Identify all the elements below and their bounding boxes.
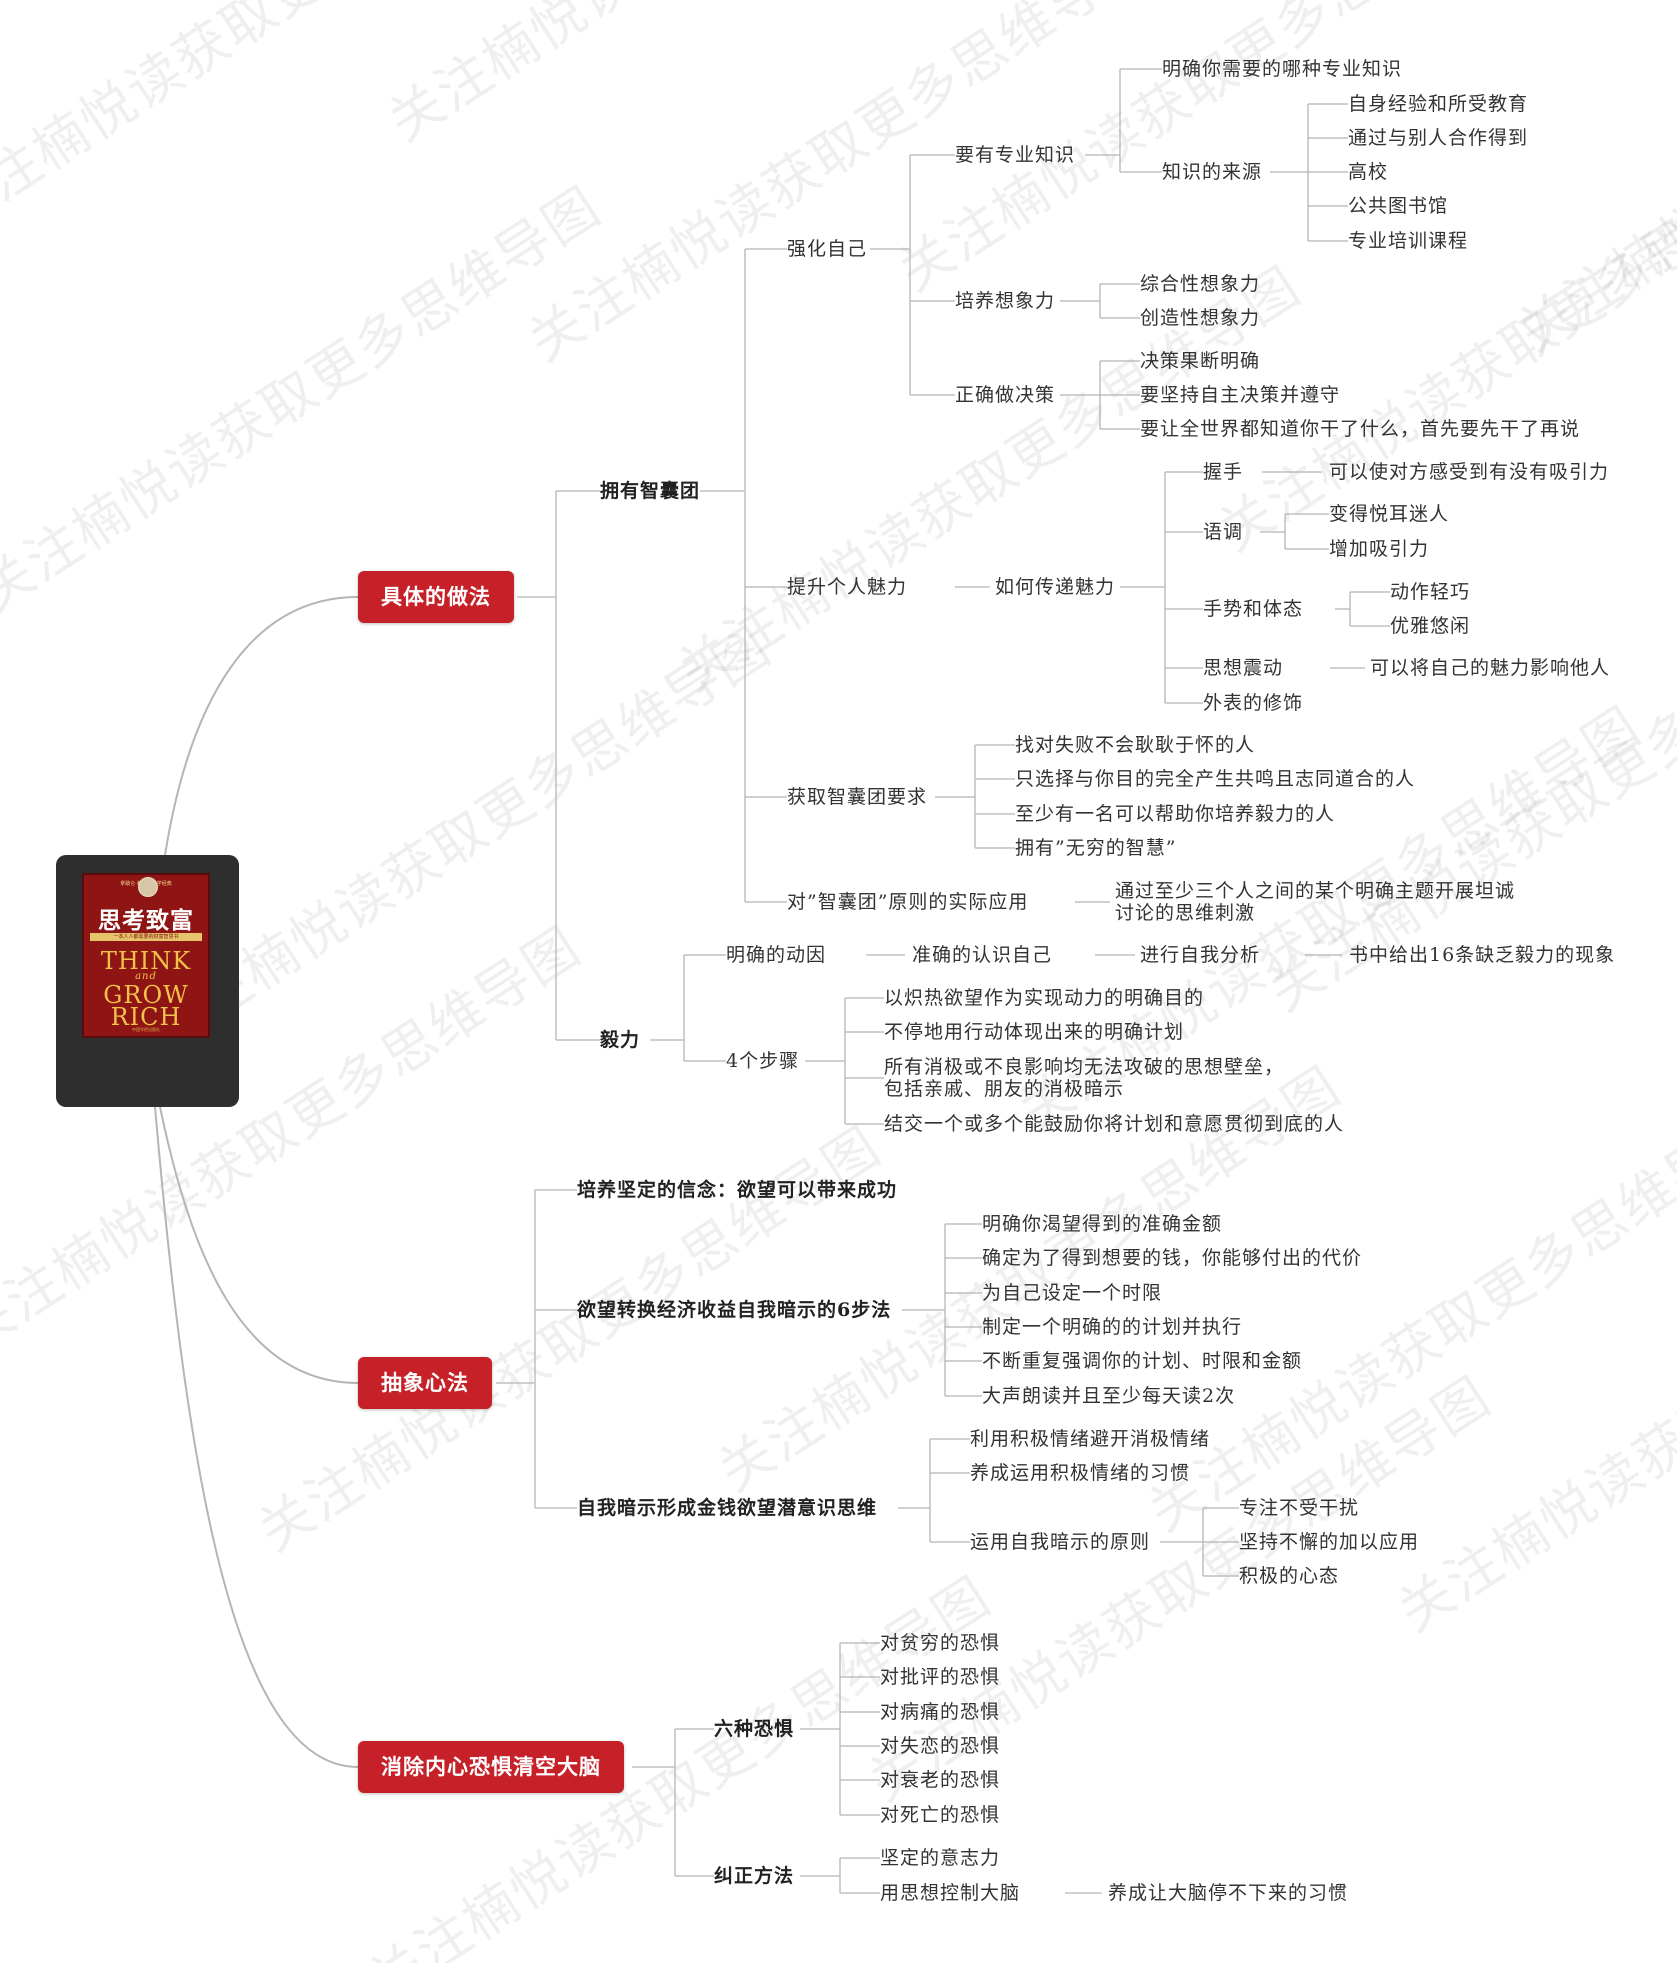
node-imagination-synthetic[interactable]: 综合性想象力 xyxy=(1140,273,1261,295)
node-fear-old-age[interactable]: 对衰老的恐惧 xyxy=(880,1769,1001,1791)
branch-concrete-methods[interactable]: 具体的做法 xyxy=(358,571,514,623)
node-correction-methods[interactable]: 纠正方法 xyxy=(714,1865,795,1887)
book-title: 思考致富 xyxy=(98,907,194,934)
book-en-and: and xyxy=(135,971,157,982)
node-tone-2[interactable]: 增加吸引力 xyxy=(1329,538,1430,560)
branch-abstract-mind[interactable]: 抽象心法 xyxy=(358,1357,492,1409)
node-autosuggestion-2[interactable]: 养成运用积极情绪的习惯 xyxy=(970,1462,1191,1484)
node-six-step-3[interactable]: 为自己设定一个时限 xyxy=(982,1282,1163,1304)
node-gesture-2[interactable]: 优雅悠闲 xyxy=(1390,615,1471,637)
node-fear-criticism[interactable]: 对批评的恐惧 xyxy=(880,1666,1001,1688)
node-requirement-2[interactable]: 只选择与你目的完全产生共鸣且志同道合的人 xyxy=(1015,768,1416,790)
node-define-knowledge[interactable]: 明确你需要的哪种专业知识 xyxy=(1162,58,1403,80)
node-autosuggestion-principles[interactable]: 运用自我暗示的原则 xyxy=(970,1531,1151,1553)
node-gesture-1[interactable]: 动作轻巧 xyxy=(1390,581,1471,603)
node-handshake[interactable]: 握手 xyxy=(1203,461,1244,483)
node-decision-3[interactable]: 要让全世界都知道你干了什么，首先要先干了再说 xyxy=(1140,418,1581,440)
node-decision-1[interactable]: 决策果断明确 xyxy=(1140,350,1261,372)
node-imagination-creative[interactable]: 创造性想象力 xyxy=(1140,307,1261,329)
node-requirement-4[interactable]: 拥有”无穷的智慧” xyxy=(1015,837,1177,859)
node-mastermind[interactable]: 拥有智囊团 xyxy=(600,480,701,502)
root-node[interactable]: 拿破仑·希尔成功学经典 思考致富 一本人人都需要的财富智慧书 THINK and… xyxy=(56,855,239,1107)
node-six-step-4[interactable]: 制定一个明确的的计划并执行 xyxy=(982,1316,1243,1338)
node-tone-1[interactable]: 变得悦耳迷人 xyxy=(1329,503,1450,525)
node-application-detail[interactable]: 通过至少三个人之间的某个明确主题开展坦诚讨论的思维刺激 xyxy=(1115,880,1516,924)
node-fear-illness[interactable]: 对病痛的恐惧 xyxy=(880,1701,1001,1723)
node-six-step-2[interactable]: 确定为了得到想要的钱，你能够付出的代价 xyxy=(982,1247,1363,1269)
node-four-steps[interactable]: 4个步骤 xyxy=(726,1050,800,1072)
node-requirement-3[interactable]: 至少有一名可以帮助你培养毅力的人 xyxy=(1015,803,1336,825)
node-gestures[interactable]: 手势和体态 xyxy=(1203,598,1304,620)
node-six-step-5[interactable]: 不断重复强调你的计划、时限和金额 xyxy=(982,1350,1303,1372)
node-persistence[interactable]: 毅力 xyxy=(600,1029,641,1051)
book-en-rich: RICH xyxy=(110,1003,182,1031)
node-control-mind[interactable]: 用思想控制大脑 xyxy=(880,1882,1021,1904)
node-requirement-1[interactable]: 找对失败不会耿耿于怀的人 xyxy=(1015,734,1256,756)
node-thought-vibration[interactable]: 思想震动 xyxy=(1203,657,1284,679)
node-firm-belief[interactable]: 培养坚定的信念：欲望可以带来成功 xyxy=(577,1179,898,1201)
node-six-fears[interactable]: 六种恐惧 xyxy=(714,1718,795,1740)
node-six-step-6[interactable]: 大声朗读并且至少每天读2次 xyxy=(982,1385,1236,1407)
node-step-2[interactable]: 不停地用行动体现出来的明确计划 xyxy=(884,1021,1185,1043)
node-appearance[interactable]: 外表的修饰 xyxy=(1203,692,1304,714)
node-sixteen-signs[interactable]: 书中给出16条缺乏毅力的现象 xyxy=(1349,944,1616,966)
node-principle-1[interactable]: 专注不受干扰 xyxy=(1239,1497,1360,1519)
book-band: 一本人人都需要的财富智慧书 xyxy=(90,933,202,941)
branch-eliminate-fear[interactable]: 消除内心恐惧清空大脑 xyxy=(358,1741,624,1793)
node-principle-2[interactable]: 坚持不懈的加以应用 xyxy=(1239,1531,1420,1553)
node-fear-lost-love[interactable]: 对失恋的恐惧 xyxy=(880,1735,1001,1757)
node-step-3[interactable]: 所有消极或不良影响均无法攻破的思想壁垒，包括亲戚、朋友的消极暗示 xyxy=(884,1056,1285,1100)
node-fear-poverty[interactable]: 对贫穷的恐惧 xyxy=(880,1632,1001,1654)
node-willpower[interactable]: 坚定的意志力 xyxy=(880,1847,1001,1869)
connector-line xyxy=(164,596,359,856)
book-en-think: THINK xyxy=(100,947,192,975)
node-source-5[interactable]: 专业培训课程 xyxy=(1348,230,1469,252)
node-source-2[interactable]: 通过与别人合作得到 xyxy=(1348,127,1529,149)
book-cover-image: 拿破仑·希尔成功学经典 思考致富 一本人人都需要的财富智慧书 THINK and… xyxy=(82,873,210,1038)
node-knowledge-sources[interactable]: 知识的来源 xyxy=(1162,161,1263,183)
book-en-grow: GROW xyxy=(103,981,189,1009)
node-six-steps[interactable]: 欲望转换经济收益自我暗示的6步法 xyxy=(577,1299,892,1321)
node-autosuggestion-1[interactable]: 利用积极情绪避开消极情绪 xyxy=(970,1428,1211,1450)
node-principle-3[interactable]: 积极的心态 xyxy=(1239,1565,1340,1587)
node-thought-detail[interactable]: 可以将自己的魅力影响他人 xyxy=(1370,657,1611,679)
node-convey-charisma[interactable]: 如何传递魅力 xyxy=(995,576,1116,598)
node-self-analysis[interactable]: 进行自我分析 xyxy=(1140,944,1261,966)
node-charisma[interactable]: 提升个人魅力 xyxy=(787,576,908,598)
node-handshake-detail[interactable]: 可以使对方感受到有没有吸引力 xyxy=(1329,461,1610,483)
node-decisions[interactable]: 正确做决策 xyxy=(955,384,1056,406)
connector-line xyxy=(159,1106,359,1384)
author-portrait-icon xyxy=(138,877,158,897)
node-fear-death[interactable]: 对死亡的恐惧 xyxy=(880,1804,1001,1826)
node-tone[interactable]: 语调 xyxy=(1203,521,1244,543)
node-step-1[interactable]: 以炽热欲望作为实现动力的明确目的 xyxy=(884,987,1205,1009)
node-step-4[interactable]: 结交一个或多个能鼓励你将计划和意愿贯彻到底的人 xyxy=(884,1113,1345,1135)
node-mastermind-application[interactable]: 对”智囊团”原则的实际应用 xyxy=(787,891,1029,913)
node-decision-2[interactable]: 要坚持自主决策并遵守 xyxy=(1140,384,1341,406)
node-source-1[interactable]: 自身经验和所受教育 xyxy=(1348,93,1529,115)
node-imagination[interactable]: 培养想象力 xyxy=(955,290,1056,312)
book-publisher: 中国华侨出版社 xyxy=(132,1027,160,1032)
connector-line xyxy=(154,1106,359,1768)
node-six-step-1[interactable]: 明确你渴望得到的准确金额 xyxy=(982,1213,1223,1235)
node-definite-motive[interactable]: 明确的动因 xyxy=(726,944,827,966)
node-autosuggestion[interactable]: 自我暗示形成金钱欲望潜意识思维 xyxy=(577,1497,878,1519)
node-know-yourself[interactable]: 准确的认识自己 xyxy=(912,944,1053,966)
node-specialized-knowledge[interactable]: 要有专业知识 xyxy=(955,144,1076,166)
node-mastermind-requirements[interactable]: 获取智囊团要求 xyxy=(787,786,928,808)
node-strengthen-self[interactable]: 强化自己 xyxy=(787,238,868,260)
node-source-3[interactable]: 高校 xyxy=(1348,161,1389,183)
node-source-4[interactable]: 公共图书馆 xyxy=(1348,195,1449,217)
node-busy-mind-habit[interactable]: 养成让大脑停不下来的习惯 xyxy=(1108,1882,1349,1904)
